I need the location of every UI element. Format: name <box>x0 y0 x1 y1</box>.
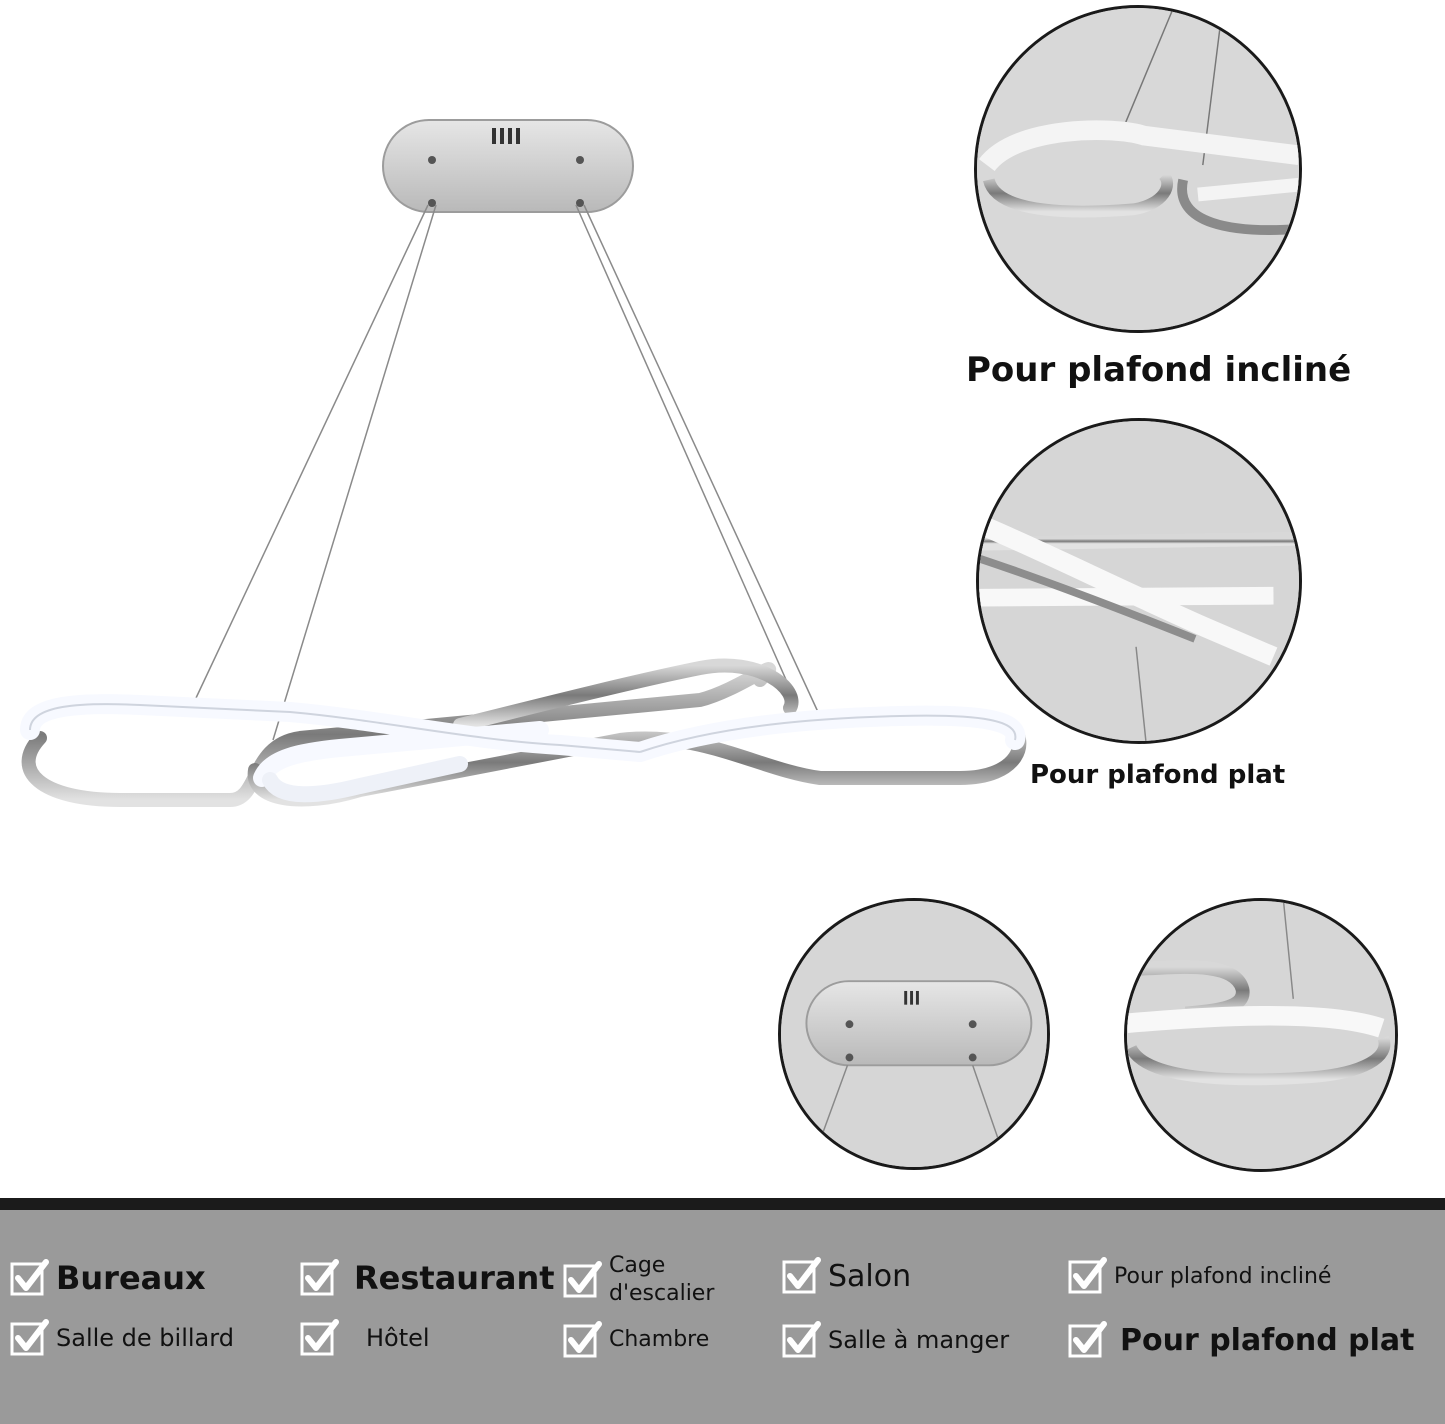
feature-label: Chambre <box>609 1327 710 1353</box>
feature-item-bureaux: Bureaux <box>10 1258 206 1298</box>
feature-item-restaurant: Restaurant <box>300 1258 555 1298</box>
check-icon <box>10 1259 49 1296</box>
feature-label: Salon <box>828 1258 912 1294</box>
check-icon <box>1068 1321 1107 1358</box>
feature-item-escalier: Cage d'escalier <box>563 1252 714 1307</box>
feature-label: Salle de billard <box>56 1324 234 1352</box>
feature-label: Cage d'escalier <box>609 1253 715 1306</box>
detail-circle-flat <box>976 418 1302 744</box>
feature-item-billard: Salle de billard <box>10 1318 234 1358</box>
sloped-mount-detail-image <box>977 8 1299 330</box>
check-icon <box>563 1260 602 1297</box>
pendant-lamp-image <box>20 119 1027 807</box>
feature-item-chambre: Chambre <box>563 1320 709 1360</box>
feature-label: Hôtel <box>366 1324 430 1352</box>
feature-label: Restaurant <box>354 1259 555 1297</box>
check-icon <box>782 1257 821 1294</box>
check-icon <box>300 1319 339 1356</box>
feature-label: Bureaux <box>56 1259 206 1297</box>
check-icon <box>300 1259 339 1296</box>
caption-flat-ceiling: Pour plafond plat <box>1030 760 1286 790</box>
check-icon <box>10 1319 49 1356</box>
feature-item-salle-a-manger: Salle à manger <box>782 1320 1009 1360</box>
ring-detail-image <box>1127 901 1395 1169</box>
flat-mount-detail-image <box>979 421 1299 741</box>
feature-item-salon: Salon <box>782 1256 911 1296</box>
feature-label: Salle à manger <box>828 1326 1010 1354</box>
check-icon <box>782 1321 821 1358</box>
detail-circle-canopy <box>778 898 1050 1170</box>
feature-label: Pour plafond plat <box>1120 1322 1415 1358</box>
detail-circle-ring <box>1124 898 1398 1172</box>
feature-label: Pour plafond incliné <box>1114 1263 1332 1289</box>
product-illustration <box>20 119 1027 807</box>
check-icon <box>563 1321 602 1358</box>
feature-item-plafond-incline: Pour plafond incliné <box>1068 1256 1331 1296</box>
band-divider <box>0 1198 1445 1210</box>
feature-item-hotel: Hôtel <box>300 1318 430 1358</box>
detail-circle-sloped <box>974 5 1302 333</box>
canopy-detail-image <box>781 901 1047 1167</box>
feature-item-plafond-plat: Pour plafond plat <box>1068 1320 1414 1360</box>
caption-sloped-ceiling: Pour plafond incliné <box>966 350 1352 390</box>
features-band <box>0 1210 1445 1424</box>
check-icon <box>1068 1257 1107 1294</box>
